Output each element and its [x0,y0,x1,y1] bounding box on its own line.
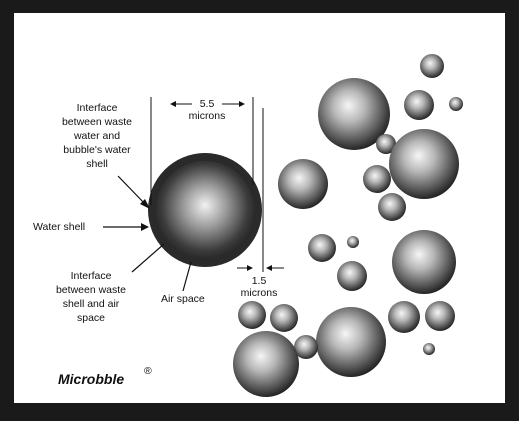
logo-registered-mark: ® [144,365,152,377]
svg-text:space: space [77,312,105,324]
svg-text:between waste: between waste [62,116,132,128]
air-space-label: Air space [161,293,205,305]
svg-text:Interface: Interface [71,270,112,282]
svg-text:water and: water and [73,130,120,142]
shell-thickness-unit-label: microns [241,287,278,299]
svg-text:bubble's water: bubble's water [63,144,131,156]
logo-text: Microbble [58,371,124,387]
shell-thickness-value-label: 1.5 [252,275,267,287]
svg-text:shell: shell [86,158,108,170]
svg-text:shell and air: shell and air [63,298,120,310]
air-space-core [156,161,254,259]
width-value-label: 5.5 [200,98,215,110]
main-bubble [148,153,262,267]
svg-text:Interface: Interface [77,102,118,114]
water-shell-label: Water shell [33,221,85,233]
svg-text:between waste: between waste [56,284,126,296]
width-unit-label: microns [189,110,226,122]
